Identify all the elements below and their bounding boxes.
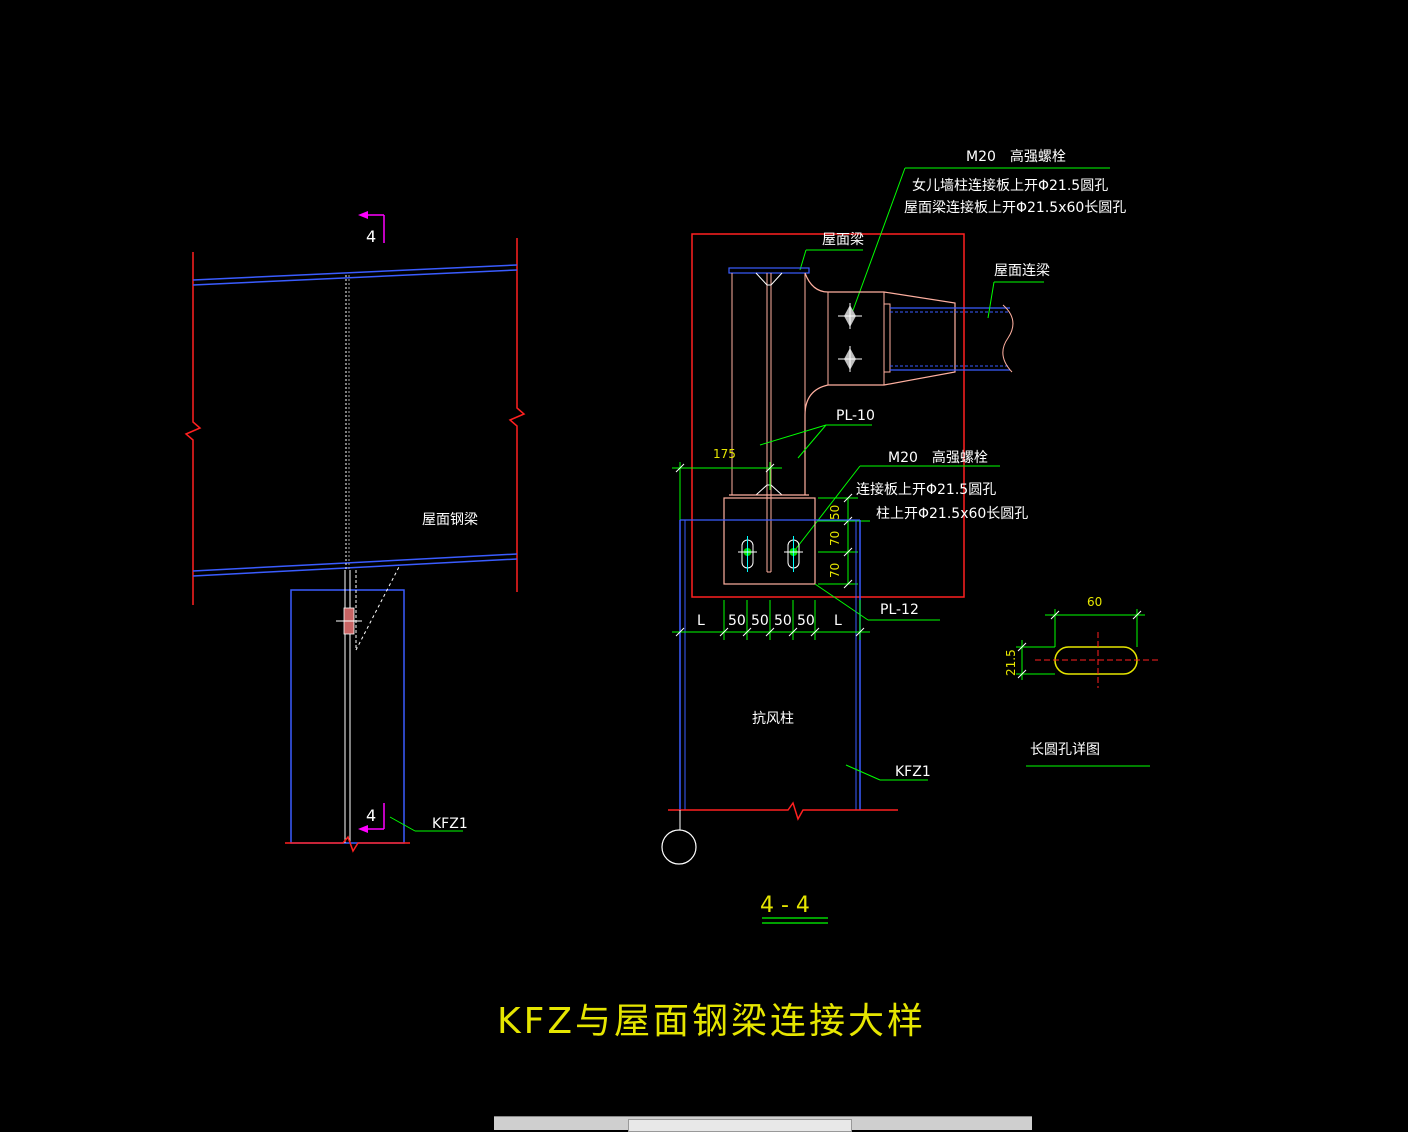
status-bar[interactable] [494, 1116, 1032, 1132]
end-plate-pl12 [723, 497, 816, 585]
slot-dim-height: 21.5 [1004, 649, 1018, 676]
dim-50-vert: 50 [828, 505, 842, 520]
drawing-title: KFZ与屋面钢梁连接大样 [497, 1001, 926, 1042]
section-mark-top-label: 4 [366, 227, 376, 246]
dim-70-a: 70 [828, 531, 842, 546]
slot-detail-label: 长圆孔详图 [1030, 742, 1100, 758]
slotted-bolt-right [784, 536, 803, 572]
kfz1-column-elevation [290, 589, 405, 844]
axis-bubble [661, 829, 697, 865]
status-bar-field[interactable] [628, 1119, 852, 1132]
dim-70-b: 70 [828, 563, 842, 578]
section-4-4-view: M20 高强螺栓 女儿墙柱连接板上开Φ21.5圆孔 屋面梁连接板上开Φ21.5x… [661, 148, 1126, 924]
dim-L-left: L [697, 613, 705, 629]
slotted-bolt-left [738, 536, 757, 572]
slot-dim-width: 60 [1087, 595, 1102, 609]
dim-50-4: 50 [797, 613, 815, 629]
kfz1-label-section: KFZ1 [895, 764, 931, 780]
bolt-top-label: M20 高强螺栓 [966, 148, 1066, 165]
section-title: 4 - 4 [760, 893, 810, 918]
bolt-bottom-label: M20 高强螺栓 [888, 449, 988, 466]
section-mark-bottom-label: 4 [366, 806, 376, 825]
bolt-upper [838, 303, 862, 329]
section-mark-top: 4 [358, 211, 385, 246]
bolt-bottom-note2: 柱上开Φ21.5x60长圆孔 [876, 506, 1028, 522]
section-break-line [668, 801, 898, 821]
roof-steel-beam-label: 屋面钢梁 [422, 512, 478, 528]
pl10-label: PL-10 [836, 408, 875, 424]
dim-50-2: 50 [751, 613, 769, 629]
bolt-lower [838, 346, 862, 372]
tie-beam-label: 屋面连梁 [994, 263, 1050, 279]
dim-175: 175 [713, 447, 736, 461]
beam-break-line-right [508, 238, 526, 592]
pl12-label: PL-12 [880, 602, 919, 618]
dim-L-right: L [834, 613, 842, 629]
wind-column-label: 抗风柱 [752, 711, 794, 727]
dim-50-3: 50 [774, 613, 792, 629]
slot-hole-detail: 60 21.5 长圆孔详图 [1004, 595, 1160, 767]
section-mark-bottom: 4 [358, 803, 385, 833]
column-break-line [285, 835, 410, 853]
dim-50-1: 50 [728, 613, 746, 629]
bolt-top-note2: 屋面梁连接板上开Φ21.5x60长圆孔 [904, 199, 1126, 216]
bracket-haunch [804, 272, 956, 495]
left-elevation-view: 4 屋面钢梁 4 KFZ1 [184, 211, 526, 853]
detail-frame [691, 233, 965, 598]
kfz1-label-left: KFZ1 [432, 816, 468, 832]
bolt-bottom-note1: 连接板上开Φ21.5圆孔 [856, 481, 996, 498]
beam-break-line-left [184, 252, 202, 605]
bolt-top-note1: 女儿墙柱连接板上开Φ21.5圆孔 [912, 177, 1108, 194]
roof-beam-label: 屋面梁 [822, 232, 864, 248]
